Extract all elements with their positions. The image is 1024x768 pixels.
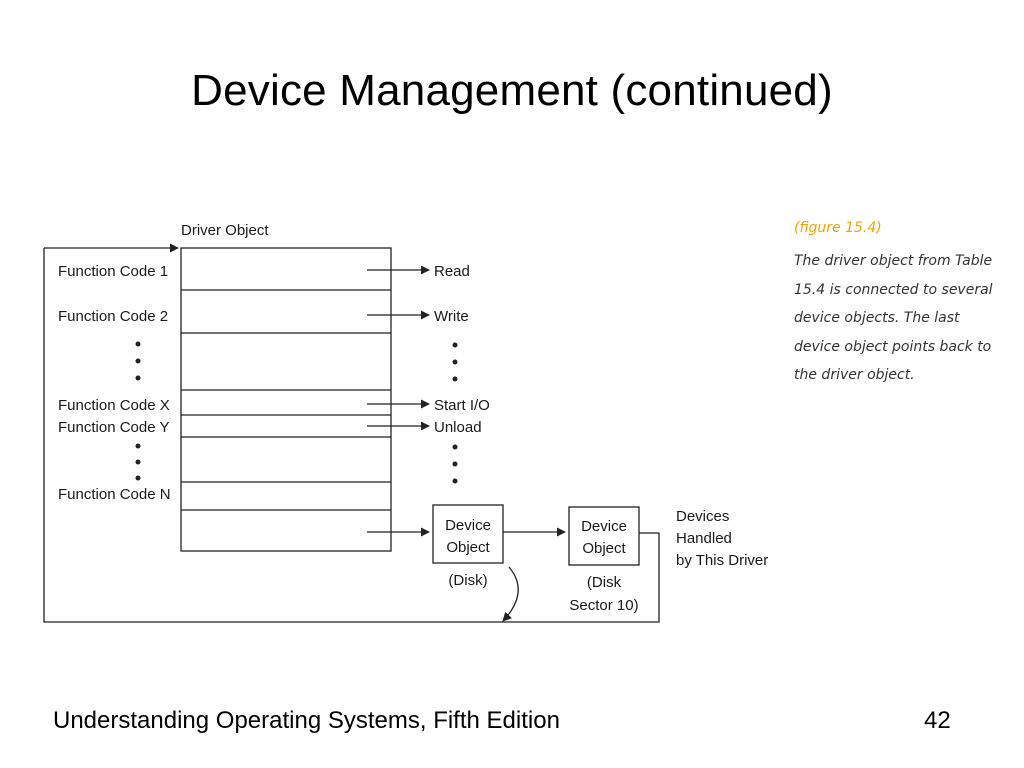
return-path [43,248,660,623]
device-object-disk-sector [568,506,640,566]
figure-caption-text: The driver object from Table 15.4 is con… [794,253,993,383]
device-object-2-sub1: (Disk [587,574,622,591]
function-code-n: Function Code N [58,486,171,503]
page-number: 42 [924,707,951,734]
devices-note-line2: Handled [676,530,732,547]
device-object-1-line2: Object [446,539,490,556]
device-object-2-line2: Object [582,540,626,557]
figure-caption-label: (figure 15.4) [794,220,882,236]
device-object-1-sub1: (Disk) [448,572,487,589]
routine-read: Read [434,263,470,280]
device-object-2-line1: Device [581,518,627,535]
figure-caption: (figure 15.4) The driver object from Tab… [794,220,1009,390]
device-object-1-line1: Device [445,517,491,534]
devices-note-line1: Devices [676,508,729,525]
footer-book-title: Understanding Operating Systems, Fifth E… [53,707,560,734]
devices-note-line3: by This Driver [676,552,768,569]
left-ellipsis-lower [135,443,141,481]
device-object-2-sub2: Sector 10) [569,597,638,614]
routine-unload: Unload [434,419,482,436]
device-object-disk [432,504,504,564]
left-ellipsis-upper [135,341,141,381]
driver-object-label: Driver Object [181,222,269,239]
slide-title: Device Management (continued) [191,66,833,115]
function-code-1: Function Code 1 [58,263,168,280]
routine-write: Write [434,308,469,325]
right-ellipsis-lower [452,444,458,484]
function-code-x: Function Code X [58,397,170,414]
routine-start-io: Start I/O [434,397,490,414]
function-code-y: Function Code Y [58,419,169,436]
right-ellipsis-upper [452,342,458,382]
driver-object-table [180,247,392,552]
disk-return-arrow [502,566,519,622]
function-code-2: Function Code 2 [58,308,168,325]
